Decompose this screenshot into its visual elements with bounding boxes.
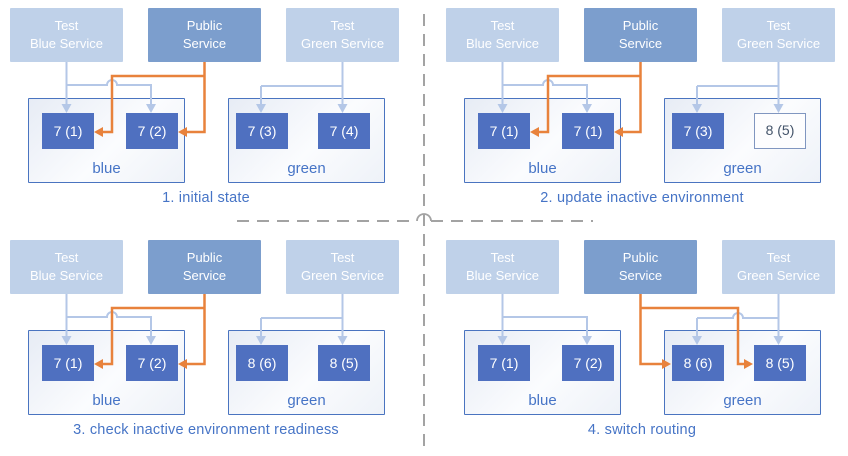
quadrant-initial-state: Test Blue Service Public Service Test Gr… (0, 0, 412, 224)
quadrant-caption: 2. update inactive environment (540, 190, 744, 206)
test-green-service-box: Test Green Service (286, 8, 399, 62)
pod: 8 (5) (318, 345, 370, 381)
pod: 7 (3) (672, 113, 724, 149)
test-blue-service-label: Test Blue Service (466, 249, 539, 283)
blue-environment-box: 7 (1) 7 (1) blue (464, 98, 621, 183)
green-environment-label: green (287, 160, 326, 177)
test-green-service-box: Test Green Service (722, 8, 835, 62)
quadrant-check-readiness: Test Blue Service Public Service Test Gr… (0, 232, 412, 456)
test-blue-service-label: Test Blue Service (30, 249, 103, 283)
pod: 7 (2) (562, 345, 614, 381)
quadrant-caption: 4. switch routing (587, 422, 697, 438)
pod: 7 (1) (562, 113, 614, 149)
test-blue-service-box: Test Blue Service (446, 8, 559, 62)
test-blue-service-box: Test Blue Service (446, 240, 559, 294)
quadrant-caption: 3. check inactive environment readiness (73, 422, 339, 438)
green-environment-box: 7 (3) 7 (4) green (228, 98, 385, 183)
public-service-box: Public Service (148, 8, 261, 62)
test-blue-service-label: Test Blue Service (466, 17, 539, 51)
pod: 7 (4) (318, 113, 370, 149)
public-service-box: Public Service (584, 8, 697, 62)
public-service-label: Public Service (182, 17, 227, 51)
pod: 8 (6) (236, 345, 288, 381)
pod: 7 (1) (478, 345, 530, 381)
pod-updating: 8 (5) (754, 113, 806, 149)
green-environment-label: green (723, 392, 762, 409)
pod: 7 (1) (478, 113, 530, 149)
test-green-service-label: Test Green Service (736, 249, 821, 283)
quadrant-caption: 1. initial state (162, 190, 250, 206)
public-service-box: Public Service (148, 240, 261, 294)
public-service-box: Public Service (584, 240, 697, 294)
test-blue-service-label: Test Blue Service (30, 17, 103, 51)
pod: 7 (3) (236, 113, 288, 149)
green-environment-box: 8 (6) 8 (5) green (664, 330, 821, 415)
blue-environment-label: blue (528, 160, 557, 177)
pod: 8 (6) (672, 345, 724, 381)
pod: 7 (1) (42, 345, 94, 381)
green-environment-box: 7 (3) 8 (5) green (664, 98, 821, 183)
test-blue-service-box: Test Blue Service (10, 240, 123, 294)
test-blue-service-box: Test Blue Service (10, 8, 123, 62)
pod: 7 (1) (42, 113, 94, 149)
green-environment-box: 8 (6) 8 (5) green (228, 330, 385, 415)
quadrant-switch-routing: Test Blue Service Public Service Test Gr… (436, 232, 848, 456)
divider-crossing-hop (416, 213, 432, 222)
blue-environment-label: blue (92, 160, 121, 177)
pod: 8 (5) (754, 345, 806, 381)
blue-environment-box: 7 (1) 7 (2) blue (28, 98, 185, 183)
public-service-label: Public Service (618, 17, 663, 51)
green-environment-label: green (287, 392, 326, 409)
green-environment-label: green (723, 160, 762, 177)
blue-environment-label: blue (528, 392, 557, 409)
public-service-label: Public Service (618, 249, 663, 283)
quadrant-update-inactive-environment: Test Blue Service Public Service Test Gr… (436, 0, 848, 224)
test-green-service-label: Test Green Service (300, 17, 385, 51)
blue-environment-box: 7 (1) 7 (2) blue (28, 330, 185, 415)
test-green-service-box: Test Green Service (286, 240, 399, 294)
pod: 7 (2) (126, 345, 178, 381)
public-service-label: Public Service (182, 249, 227, 283)
test-green-service-box: Test Green Service (722, 240, 835, 294)
blue-environment-label: blue (92, 392, 121, 409)
test-green-service-label: Test Green Service (736, 17, 821, 51)
pod: 7 (2) (126, 113, 178, 149)
test-green-service-label: Test Green Service (300, 249, 385, 283)
blue-environment-box: 7 (1) 7 (2) blue (464, 330, 621, 415)
